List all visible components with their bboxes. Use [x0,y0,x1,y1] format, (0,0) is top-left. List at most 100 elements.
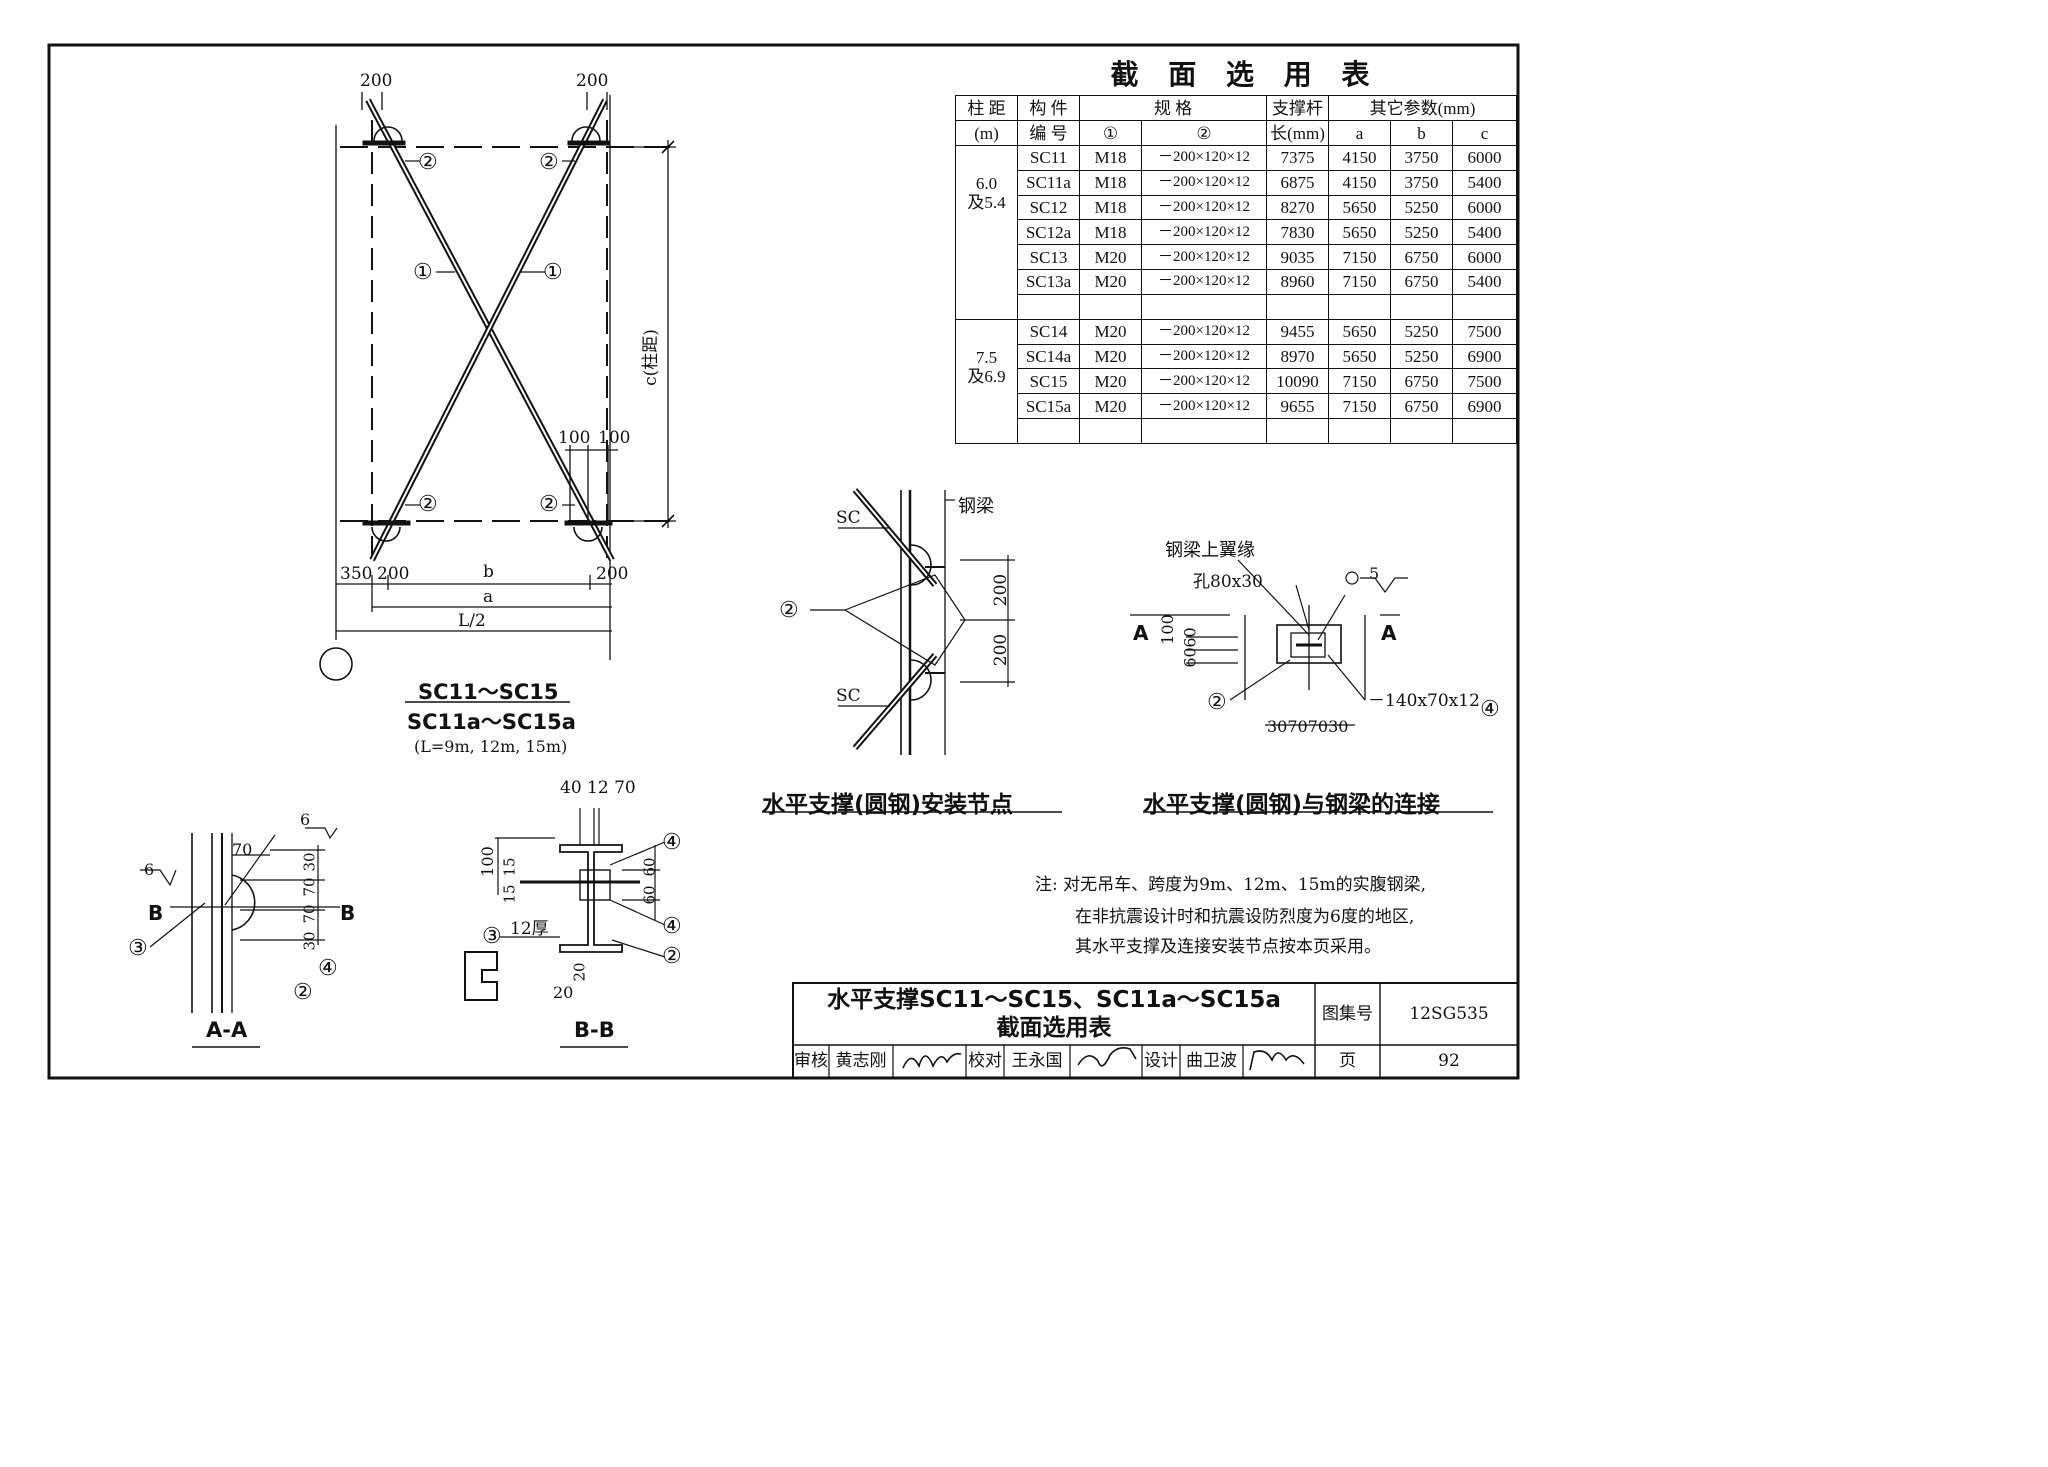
dim-l-half: L/2 [458,611,486,631]
table-cell-empty [1390,293,1453,320]
table-cell-a: 5650 [1328,343,1391,370]
table-cell-a: 5650 [1328,194,1391,221]
circle-4-bb-bottom: ④ [662,914,682,939]
note-line-3: 其水平支撑及连接安装节点按本页采用。 [1075,937,1381,957]
table-cell-empty [1141,293,1267,320]
header-spec-1: ① [1079,120,1142,146]
table-cell-empty [1017,417,1080,444]
label-plate: －140x70x12 [1368,691,1480,711]
table-cell-no: SC14 [1017,318,1080,345]
table-cell-b: 3750 [1390,145,1453,171]
table-cell-empty [1452,293,1517,320]
atlas-label: 图集号 [1322,1004,1373,1024]
table-cell-s1: M20 [1079,343,1142,370]
circle-2-node: ② [779,598,799,623]
table-cell-len: 9455 [1266,318,1329,345]
dim-60-bb-a: 60 [640,857,659,877]
atlas-number: 12SG535 [1409,1004,1489,1024]
table-cell-b: 5250 [1390,318,1453,345]
dim-70-aa-b: 70 [300,877,319,897]
table-cell-s2: －200×120×12 [1141,268,1267,295]
table-cell-no: SC11 [1017,145,1080,171]
table-cell-s2: －200×120×12 [1141,244,1267,270]
weld-size-5: 5 [1369,564,1380,583]
circle-3-aa: ③ [128,936,148,961]
node-caption: 水平支撑(圆钢)安装节点 [762,792,1014,818]
table-cell-no: SC13 [1017,244,1080,270]
table-cell-len: 7375 [1266,145,1329,171]
table-cell-b: 3750 [1390,169,1453,196]
header-other-params: 其它参数(mm) [1328,95,1517,121]
table-cell-s2: －200×120×12 [1141,368,1267,395]
table-cell-len: 8270 [1266,194,1329,221]
table-cell-s1: M20 [1079,393,1142,419]
plan-bracing-diagram [319,92,676,681]
table-cell-c: 6000 [1452,194,1517,221]
table-cell-len: 9035 [1266,244,1329,270]
dim-200-top-right: 200 [576,71,609,91]
table-cell-c: 7500 [1452,368,1517,395]
table-cell-empty [1266,417,1329,444]
table-cell-a: 4150 [1328,145,1391,171]
page-label: 页 [1339,1051,1356,1071]
table-cell-s1: M18 [1079,194,1142,221]
table-header-row-2: (m) 编 号 ① ② 长(mm) a b c [955,120,1517,146]
dim-100-conn: 100 [1157,614,1177,645]
section-bb-diagram [464,808,666,1001]
dim-30-aa-b: 30 [300,931,319,951]
table-cell-len: 10090 [1266,368,1329,395]
dim-60-conn-b: 60 [1180,647,1200,668]
aa-caption: A-A [206,1018,248,1042]
reviewer-name: 黄志刚 [835,1051,887,1071]
install-node-diagram [810,488,1015,755]
dim-100-bb: 100 [477,846,497,877]
table-cell-b: 6750 [1390,268,1453,295]
label-beam-top-flange: 钢梁上翼缘 [1165,540,1255,561]
table-row [956,293,1517,320]
table-cell-s1: M20 [1079,318,1142,345]
sheet-border [47,43,1520,1080]
table-cell-a: 7150 [1328,244,1391,270]
table-cell-len: 7830 [1266,219,1329,246]
header-spec-2: ② [1141,120,1267,146]
table-cell-a: 7150 [1328,393,1391,419]
dim-70-aa-c: 70 [300,904,319,924]
dim-200-bottom-left: 200 [377,564,410,584]
note-line-1: 注: 对无吊车、跨度为9m、12m、15m的实腹钢梁, [1035,875,1426,895]
designer-name: 曲卫波 [1186,1051,1237,1071]
table-cell-empty [1390,417,1453,444]
header-spec: 规 格 [1079,95,1267,121]
table-cell-s1: M18 [1079,145,1142,171]
table-cell-s2: －200×120×12 [1141,219,1267,246]
table-cell-c: 5400 [1452,169,1517,196]
design-label: 设计 [1144,1051,1178,1071]
circle-2-bb: ② [662,944,682,969]
section-mark-a-right: A [1381,621,1397,645]
section-aa-diagram [140,827,340,1013]
table-cell-empty [1328,293,1391,320]
drawing-title: 水平支撑SC11～SC15、SC11a～SC15a 截面选用表 [793,983,1315,1048]
section-selection-table: 柱 距 构 件 规 格 支撑杆 其它参数(mm) (m) 编 号 ① ② 长(m… [955,95,1517,444]
table-title: 截 面 选 用 表 [1110,58,1380,91]
page-number: 92 [1438,1051,1460,1071]
check-label: 校对 [968,1051,1002,1071]
table-cell-c: 6000 [1452,244,1517,270]
table-header-row-1: 柱 距 构 件 规 格 支撑杆 其它参数(mm) [955,95,1517,121]
table-cell-no: SC14a [1017,343,1080,370]
dim-200-bottom-right: 200 [596,564,629,584]
table-cell-s1: M20 [1079,244,1142,270]
circle-1-right: ① [543,260,563,285]
circle-1-left: ① [413,260,433,285]
signature-designer [1249,1050,1305,1071]
section-mark-b-right: B [340,901,356,925]
circle-2-tr: ② [539,150,559,175]
dim-60-conn-a: 60 [1180,627,1200,648]
spacing-value: 7.5 [975,347,998,367]
table-cell-len: 9655 [1266,393,1329,419]
plan-caption-2: SC11a～SC15a [407,710,576,734]
table-cell-s1: M18 [1079,169,1142,196]
